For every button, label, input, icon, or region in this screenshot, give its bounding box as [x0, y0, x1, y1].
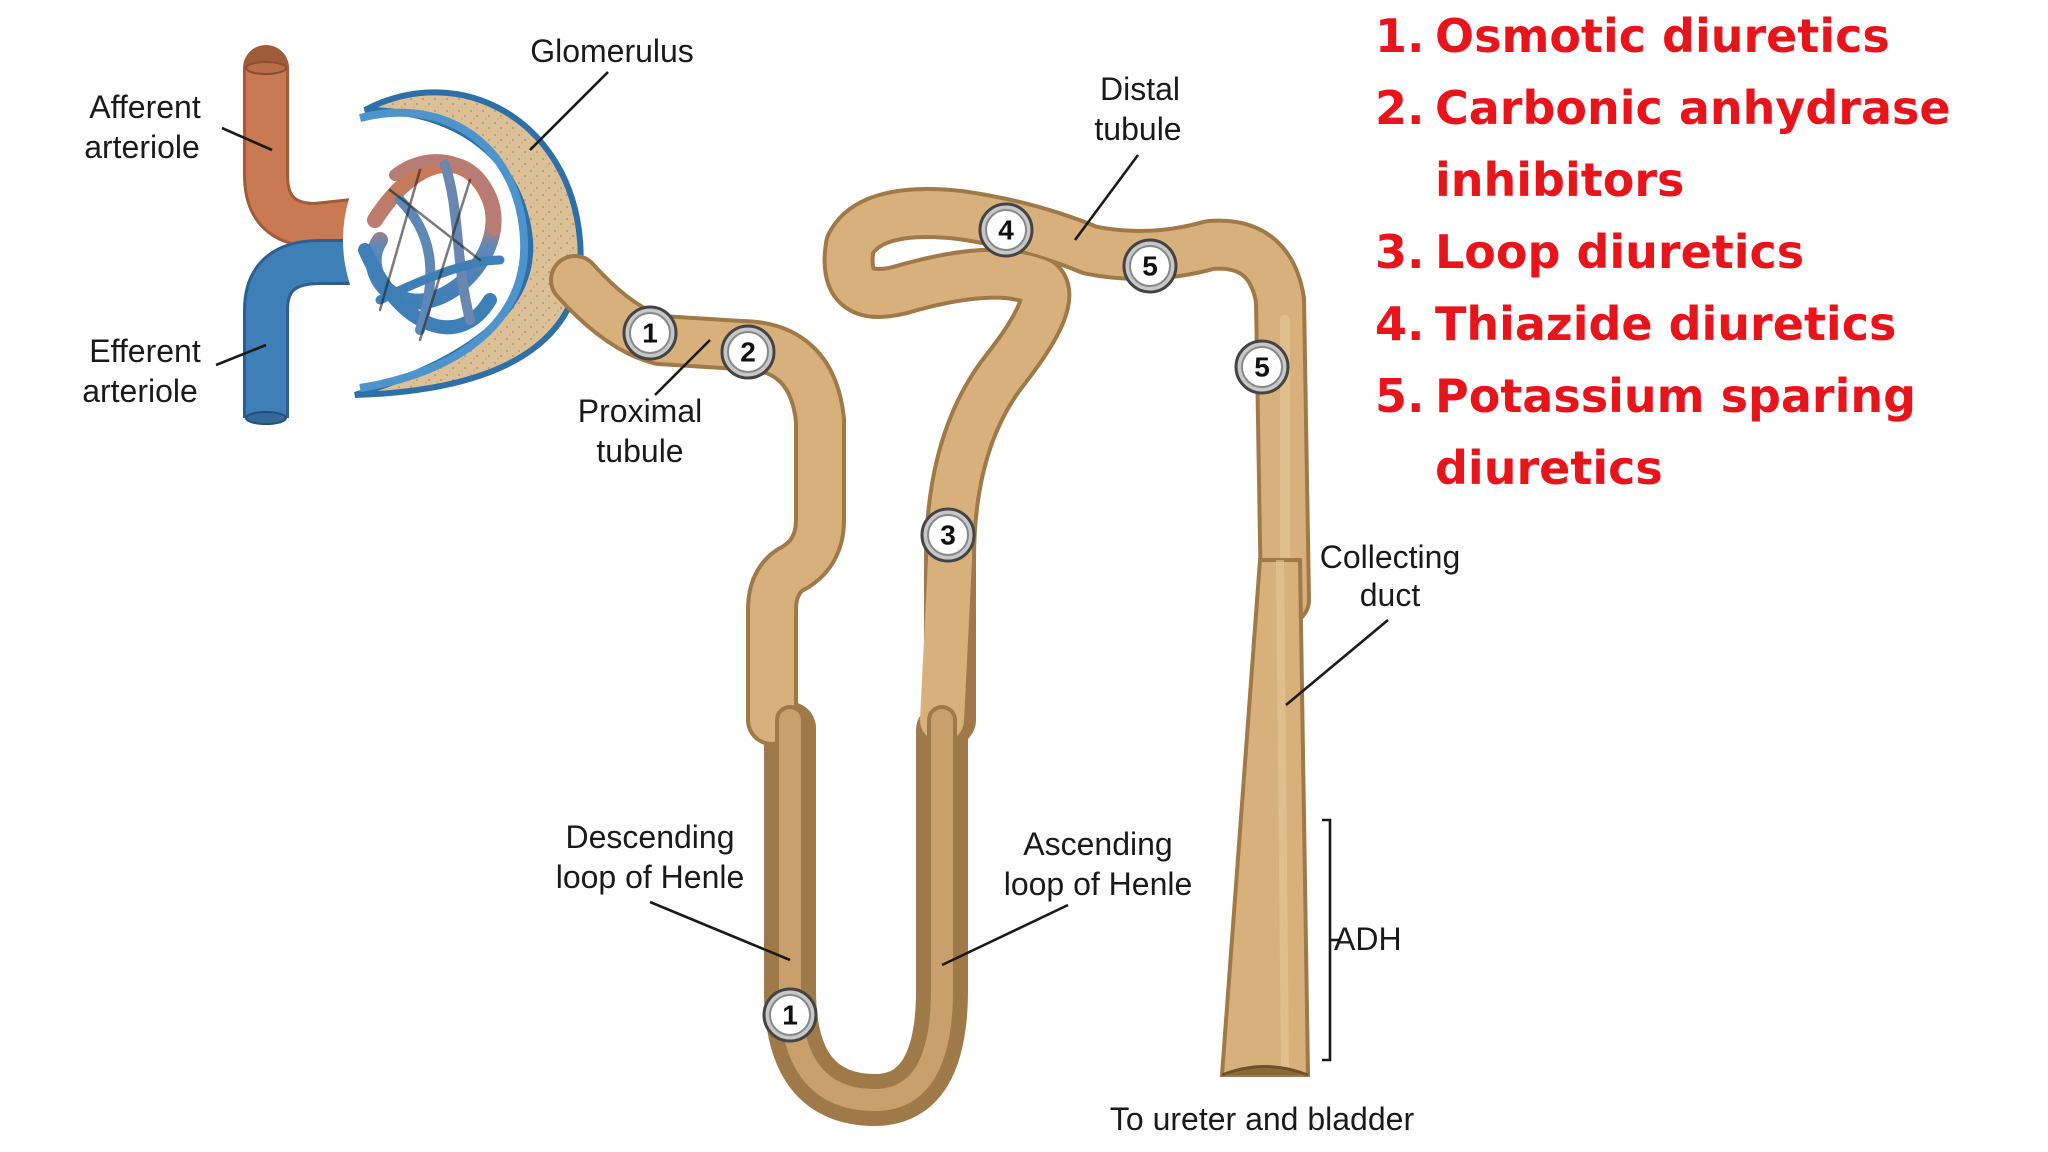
svg-text:5: 5 — [1254, 352, 1270, 383]
svg-text:1: 1 — [782, 1000, 798, 1031]
leader-lines — [215, 71, 1389, 1062]
site-marker-distal-b: 5 — [1122, 238, 1178, 294]
label-distal-2: tubule — [1094, 111, 1181, 147]
diuretic-legend: 1. Osmotic diuretics 2. Carbonic anhydra… — [1375, 0, 2035, 504]
label-adh: ADH — [1334, 921, 1402, 957]
label-glomerulus: Glomerulus — [530, 33, 694, 69]
site-marker-ascending: 3 — [920, 507, 976, 563]
site-marker-proximal-a: 1 — [622, 305, 678, 361]
afferent-arteriole — [243, 45, 403, 249]
legend-item: 2. Carbonic anhydrase inhibitors — [1375, 72, 2035, 216]
bowmans-capsule — [354, 89, 584, 398]
legend-item: 4. Thiazide diuretics — [1375, 288, 2035, 360]
site-marker-proximal-b: 2 — [720, 324, 776, 380]
label-ureter: To ureter and bladder — [1110, 1101, 1415, 1137]
label-afferent-2: arteriole — [84, 129, 200, 165]
legend-text: Carbonic anhydrase inhibitors — [1435, 81, 1951, 207]
legend-number: 3. — [1375, 225, 1425, 279]
legend-item: 3. Loop diuretics — [1375, 216, 2035, 288]
svg-text:5: 5 — [1142, 251, 1158, 282]
svg-text:4: 4 — [998, 215, 1014, 246]
legend-number: 4. — [1375, 297, 1425, 351]
svg-text:3: 3 — [940, 520, 956, 551]
legend-text: Osmotic diuretics — [1435, 9, 1890, 63]
label-distal-1: Distal — [1100, 71, 1180, 107]
legend-number: 2. — [1375, 81, 1425, 135]
site-marker-descending: 1 — [762, 987, 818, 1043]
legend-number: 1. — [1375, 9, 1425, 63]
legend-text: Potassium sparing diuretics — [1435, 369, 1917, 495]
label-descending-2: loop of Henle — [556, 859, 745, 895]
svg-text:2: 2 — [740, 337, 756, 368]
structure-labels: Glomerulus Afferent arteriole Efferent a… — [82, 33, 1460, 1137]
label-efferent-1: Efferent — [89, 333, 201, 369]
collecting-duct — [1219, 558, 1311, 1077]
label-afferent-1: Afferent — [89, 89, 201, 125]
label-descending-1: Descending — [566, 819, 735, 855]
nephron-tubule — [549, 187, 1311, 1126]
legend-text: Loop diuretics — [1435, 225, 1805, 279]
legend-number: 5. — [1375, 369, 1425, 423]
label-proximal-1: Proximal — [578, 393, 702, 429]
site-marker-collecting: 5 — [1234, 339, 1290, 395]
label-ascending-2: loop of Henle — [1004, 866, 1193, 902]
efferent-arteriole — [243, 239, 390, 425]
legend-item: 1. Osmotic diuretics — [1375, 0, 2035, 72]
site-marker-distal-a: 4 — [978, 202, 1034, 258]
svg-text:1: 1 — [642, 318, 658, 349]
glomerulus-capillaries — [343, 130, 507, 350]
label-efferent-2: arteriole — [82, 373, 198, 409]
label-collecting-2: duct — [1360, 577, 1421, 613]
label-ascending-1: Ascending — [1023, 826, 1172, 862]
label-collecting-1: Collecting — [1320, 539, 1461, 575]
label-proximal-2: tubule — [596, 433, 683, 469]
legend-text: Thiazide diuretics — [1435, 297, 1897, 351]
legend-item: 5. Potassium sparing diuretics — [1375, 360, 2035, 504]
